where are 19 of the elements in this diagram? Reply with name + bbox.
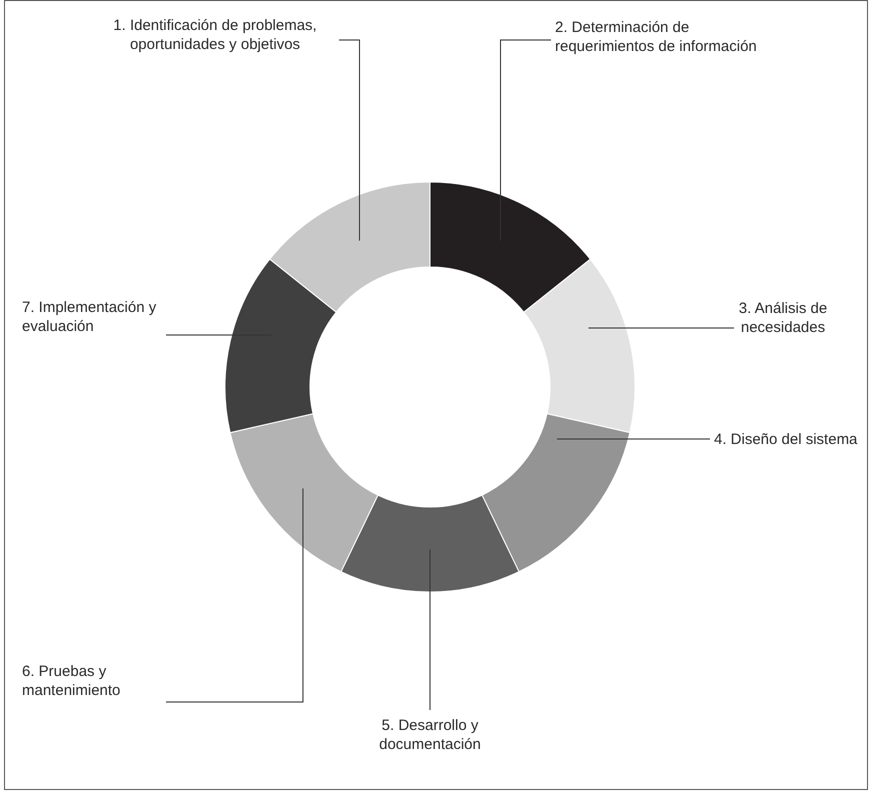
donut-segment [269, 182, 430, 313]
stage-label: 3. Análisis de necesidades [738, 299, 828, 337]
stage-label: 1. Identificación de problemas, oportunidades y objetivos [95, 16, 335, 54]
stage-label: 6. Pruebas y mantenimiento [22, 662, 162, 700]
donut-segment [430, 182, 591, 313]
leader-line [556, 438, 710, 440]
leader-line [166, 334, 272, 336]
donut-segment [340, 494, 520, 592]
stage-label: 2. Determinación de requerimientos de información [555, 18, 770, 56]
donut-segment [230, 413, 378, 572]
leader-line [338, 40, 360, 242]
stage-label: 7. Implementación y evaluación [22, 298, 162, 336]
donut-segment [523, 258, 636, 434]
stage-label: 5. Desarrollo y documentación [350, 716, 510, 754]
donut-segment [224, 258, 337, 434]
donut-segment [482, 413, 630, 572]
stage-label: 4. Diseño del sistema [714, 430, 864, 449]
leader-line [166, 488, 304, 702]
leader-line [500, 40, 552, 242]
